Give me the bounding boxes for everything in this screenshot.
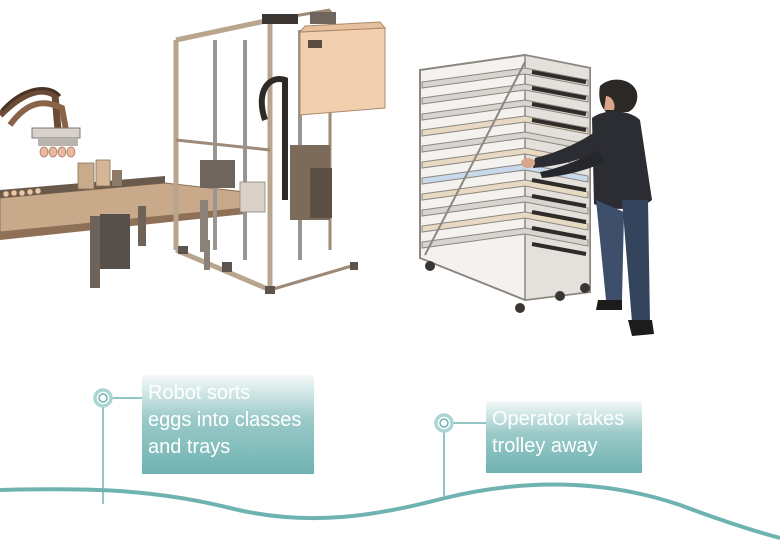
timeline-node-robot-icon	[93, 388, 113, 408]
caption-line: eggs into classes	[148, 409, 302, 431]
connector-robot	[102, 397, 142, 504]
timeline-wave	[0, 482, 780, 540]
caption-line: and trays	[148, 436, 231, 458]
timeline-node-operator-icon	[434, 413, 454, 433]
caption-line: trolley away	[492, 435, 598, 457]
caption-line: Robot sorts	[148, 382, 251, 404]
connector-operator	[443, 422, 486, 496]
step-caption-robot: Robot sorts eggs into classes and trays	[142, 375, 314, 474]
operator-with-trolley-icon	[419, 53, 654, 336]
caption-line: Operator takes	[492, 408, 625, 430]
step-caption-operator: Operator takes trolley away	[486, 401, 642, 473]
robot-sorting-machine-icon	[0, 8, 387, 294]
